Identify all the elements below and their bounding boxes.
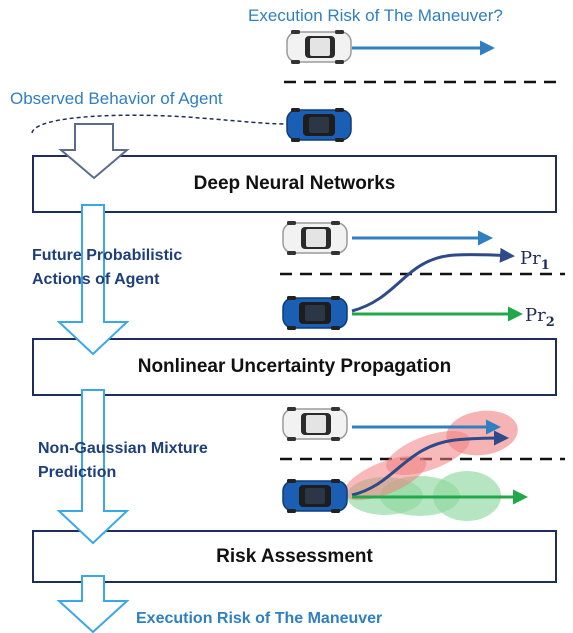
pr2-label: Pr2 <box>525 305 555 330</box>
flow-arrow-observed <box>58 123 130 180</box>
future-actions-label: Future Probabilistic Actions of Agent <box>32 244 182 292</box>
bottom-navy-path <box>351 430 509 497</box>
dnn-box-label: Deep Neural Networks <box>193 173 396 194</box>
pr1-label: Pr1 <box>520 248 550 273</box>
flow-arrow-dnn-to-propagation <box>56 204 130 356</box>
non-gaussian-line-1: Non-Gaussian Mixture <box>38 440 208 457</box>
top-question-label: Execution Risk of The Maneuver? <box>248 6 503 25</box>
propagation-box-label: Nonlinear Uncertainty Propagation <box>137 356 452 377</box>
flow-arrow-output <box>56 575 130 633</box>
bottom-agent-car <box>282 478 348 514</box>
observed-behavior-label: Observed Behavior of Agent <box>10 89 223 108</box>
middle-agent-car <box>282 295 348 331</box>
observed-trajectory <box>31 114 289 134</box>
execution-risk-output-label: Execution Risk of The Maneuver <box>136 610 383 627</box>
observed-agent-car <box>286 107 352 143</box>
middle-ego-car <box>282 220 348 256</box>
risk-box: Risk Assessment <box>32 530 557 583</box>
future-actions-line-2: Actions of Agent <box>32 271 160 288</box>
propagation-box: Nonlinear Uncertainty Propagation <box>32 338 557 396</box>
non-gaussian-label: Non-Gaussian Mixture Prediction <box>38 437 208 485</box>
top-ego-car <box>286 29 352 65</box>
risk-box-label: Risk Assessment <box>216 545 373 567</box>
bottom-ego-car <box>282 406 348 442</box>
dnn-box: Deep Neural Networks <box>32 155 557 213</box>
flow-arrow-propagation-to-risk <box>56 389 130 545</box>
pr1-path <box>351 247 515 313</box>
non-gaussian-line-2: Prediction <box>38 464 117 481</box>
future-actions-line-1: Future Probabilistic <box>32 247 183 264</box>
